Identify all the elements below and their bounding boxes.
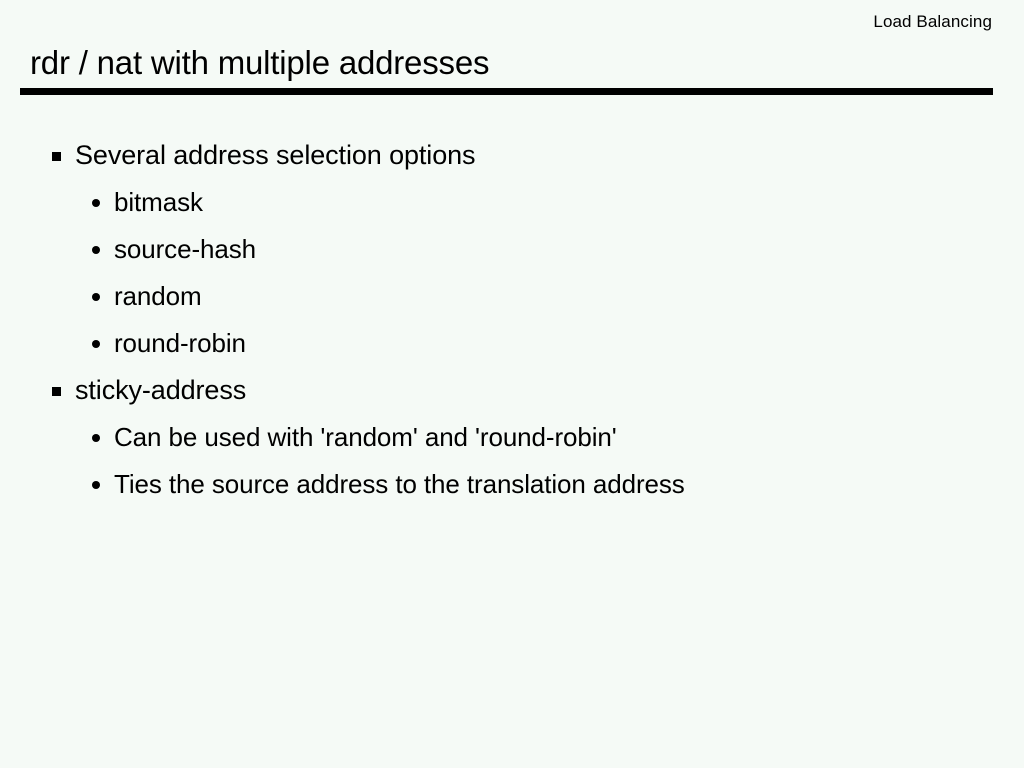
list-item: bitmask bbox=[0, 183, 1024, 230]
list-item-label: Several address selection options bbox=[75, 140, 476, 170]
round-bullet-icon bbox=[92, 340, 100, 348]
list-item: Several address selection options bbox=[0, 136, 1024, 183]
running-head: Load Balancing bbox=[873, 12, 992, 31]
round-bullet-icon bbox=[92, 246, 100, 254]
list-item: random bbox=[0, 277, 1024, 324]
square-bullet-icon bbox=[52, 387, 61, 396]
bullet-list: Several address selection options bitmas… bbox=[0, 136, 1024, 512]
round-bullet-icon bbox=[92, 199, 100, 207]
list-item-label: source-hash bbox=[114, 234, 256, 264]
list-item-label: Can be used with 'random' and 'round-rob… bbox=[114, 422, 617, 452]
list-item-label: bitmask bbox=[114, 187, 203, 217]
title-divider bbox=[20, 88, 993, 95]
round-bullet-icon bbox=[92, 293, 100, 301]
list-item: Can be used with 'random' and 'round-rob… bbox=[0, 418, 1024, 465]
list-item-label: sticky-address bbox=[75, 375, 247, 405]
list-item-label: Ties the source address to the translati… bbox=[114, 469, 685, 499]
round-bullet-icon bbox=[92, 481, 100, 489]
square-bullet-icon bbox=[52, 152, 61, 161]
list-item: source-hash bbox=[0, 230, 1024, 277]
list-item: Ties the source address to the translati… bbox=[0, 465, 1024, 512]
page-title: rdr / nat with multiple addresses bbox=[30, 44, 490, 81]
list-item: round-robin bbox=[0, 324, 1024, 371]
round-bullet-icon bbox=[92, 434, 100, 442]
list-item-label: round-robin bbox=[114, 328, 246, 358]
list-item-label: random bbox=[114, 281, 202, 311]
list-item: sticky-address bbox=[0, 371, 1024, 418]
